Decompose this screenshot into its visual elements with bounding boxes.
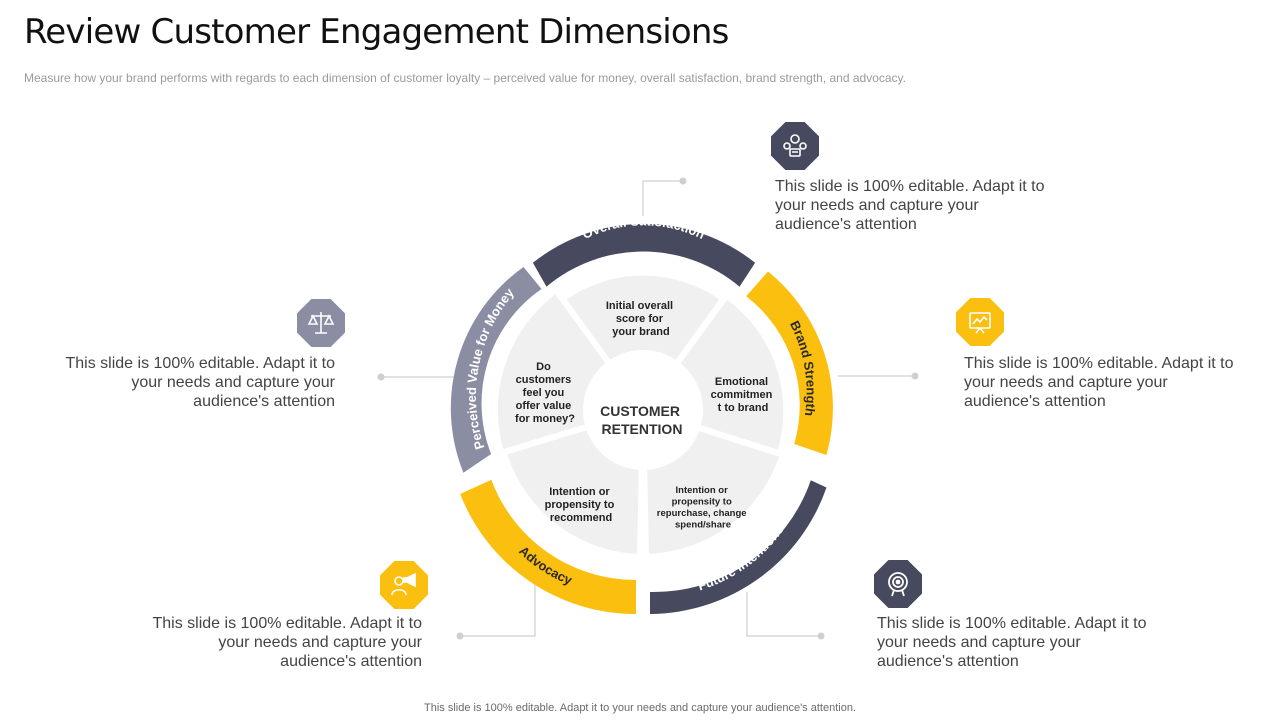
inner-text-bottom-left: Intention or propensity to recommend — [545, 486, 618, 524]
inner-text-left: Do customers feel you offer value for mo… — [515, 361, 575, 425]
brand-board-icon — [956, 298, 1004, 346]
customer-feedback-icon — [771, 122, 819, 170]
callout-text-bottom-right: This slide is 100% editable. Adapt it to… — [877, 615, 1147, 670]
center-label: CUSTOMER RETENTION — [600, 403, 684, 437]
target-icon — [874, 560, 922, 608]
advocacy-people-icon — [380, 561, 428, 609]
page-subtitle: Measure how your brand performs with reg… — [24, 71, 906, 85]
ring-segment-perceived-value — [450, 267, 542, 473]
connector-top — [642, 180, 683, 216]
inner-text-right: Emotional commitmen t to brand — [711, 376, 776, 414]
inner-text-top: Initial overall score for your brand — [606, 300, 676, 338]
callout-text-bottom-left: This slide is 100% editable. Adapt it to… — [152, 615, 423, 670]
balance-scale-icon — [297, 299, 345, 347]
ring-segment-overall-satisfaction — [532, 223, 756, 287]
page-title: Review Customer Engagement Dimensions — [24, 12, 729, 52]
ring-segment-future-intentions — [650, 480, 827, 614]
callout-text-left: This slide is 100% editable. Adapt it to… — [65, 355, 336, 410]
connector-dots — [377, 177, 919, 640]
connector-lines — [381, 180, 915, 637]
callout-text-right: This slide is 100% editable. Adapt it to… — [964, 355, 1234, 410]
inner-segment-top — [559, 269, 727, 413]
callout-text-top: This slide is 100% editable. Adapt it to… — [775, 178, 1045, 233]
footer-note: This slide is 100% editable. Adapt it to… — [424, 702, 856, 714]
inner-text-bottom-right: Intention or propensity to repurchase, c… — [657, 485, 749, 531]
ring-segment-advocacy — [460, 479, 636, 615]
center-circle — [583, 350, 703, 470]
connector-bottom-left — [460, 582, 536, 637]
connector-bottom-right — [746, 592, 821, 637]
ring-segment-brand-strength — [746, 271, 833, 455]
